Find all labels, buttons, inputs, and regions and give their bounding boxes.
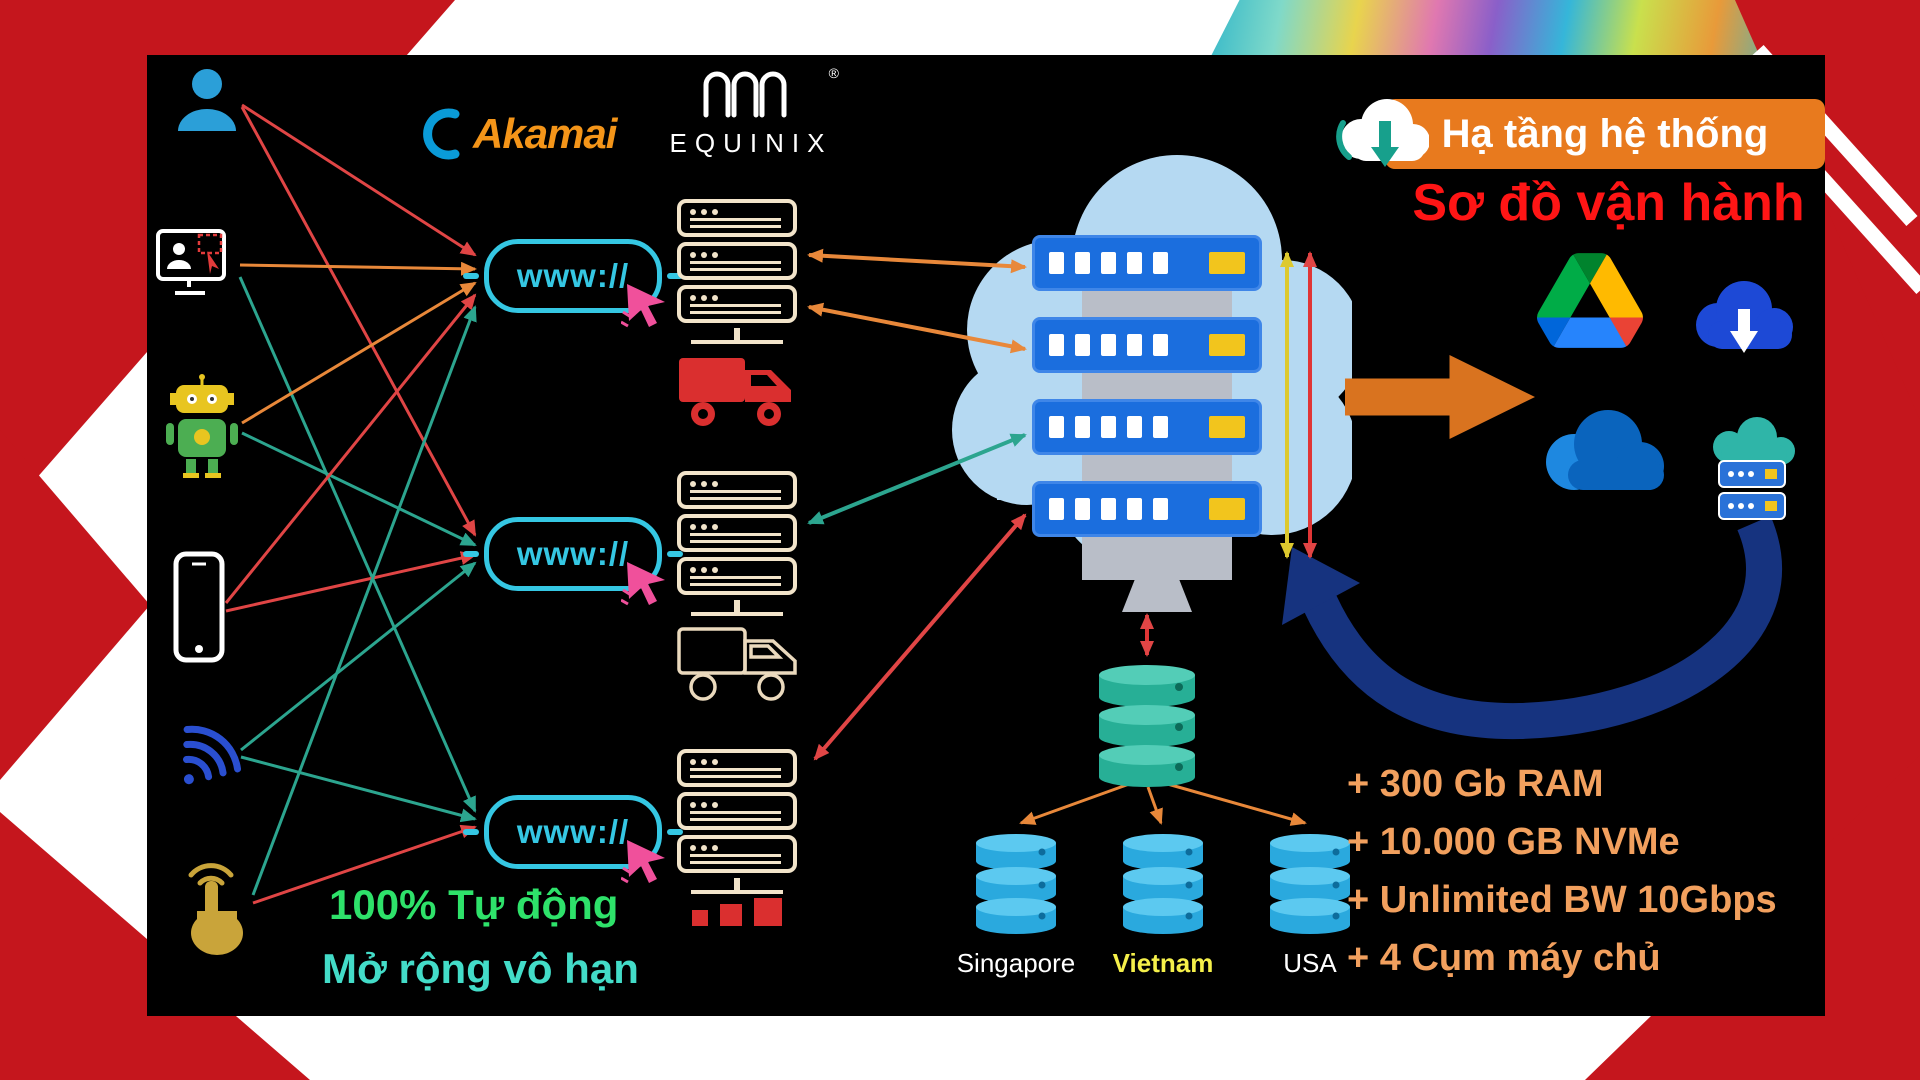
www-node-1: www:// bbox=[463, 239, 683, 328]
rack-unit bbox=[677, 835, 797, 873]
rack-unit bbox=[677, 285, 797, 323]
akamai-swirl-icon bbox=[423, 108, 460, 160]
wifi-icon bbox=[183, 725, 241, 785]
rack-unit bbox=[677, 749, 797, 787]
rack-stand bbox=[677, 600, 797, 626]
google-drive-icon bbox=[1537, 253, 1643, 348]
touch-icon bbox=[188, 863, 243, 955]
user-icon bbox=[178, 69, 236, 131]
server-rack-icon bbox=[677, 471, 797, 626]
www-node-2: www:// bbox=[463, 517, 683, 606]
spec-list: + 300 Gb RAM + 10.000 GB NVMe + Unlimite… bbox=[1347, 755, 1827, 987]
cloud-server-icon bbox=[1032, 235, 1262, 291]
cloud-hosting-icon bbox=[1713, 417, 1795, 520]
onedrive-icon bbox=[1546, 410, 1664, 490]
server-rack-base bbox=[1122, 580, 1192, 612]
database-cyan-icon bbox=[1270, 834, 1350, 934]
location-label-vietnam: Vietnam bbox=[1112, 948, 1214, 978]
page-subtitle: Sơ đồ vận hành bbox=[1412, 174, 1805, 232]
robot-icon bbox=[166, 374, 238, 478]
database-cyan-icon bbox=[976, 834, 1056, 934]
database-teal-icon bbox=[1099, 665, 1195, 787]
cursor-icon bbox=[621, 840, 665, 884]
akamai-logo: Akamai bbox=[415, 107, 617, 161]
spec-storage: + 10.000 GB NVMe bbox=[1347, 821, 1680, 863]
phone-icon bbox=[173, 551, 225, 663]
www-node-3: www:// bbox=[463, 795, 683, 884]
rack-stand bbox=[677, 328, 797, 354]
equinix-wordmark: EQUINIX bbox=[669, 128, 833, 158]
loading-blocks-icon bbox=[692, 898, 794, 926]
spec-bandwidth: + Unlimited BW 10Gbps bbox=[1347, 879, 1777, 921]
location-label-singapore: Singapore bbox=[956, 948, 1076, 978]
cloud-server-icon bbox=[1032, 399, 1262, 455]
caption-automation: 100% Tự động bbox=[329, 881, 619, 928]
cloud-download-blue-icon bbox=[1696, 281, 1793, 353]
equinix-logo: ® EQUINIX bbox=[645, 63, 857, 159]
equinix-mark-icon bbox=[703, 71, 787, 118]
cursor-icon bbox=[621, 284, 665, 328]
diagram-canvas: Akamai ® EQUINIX www:// www:// www:// bbox=[147, 55, 1825, 1016]
rack-unit bbox=[677, 557, 797, 595]
connection-lines bbox=[224, 103, 1317, 905]
desktop-user-icon bbox=[156, 229, 226, 295]
rack-unit bbox=[677, 471, 797, 509]
rack-unit bbox=[677, 242, 797, 280]
cloud-server-icon bbox=[1032, 481, 1262, 537]
bg-red-chevron-left bbox=[0, 430, 150, 780]
banner-title: Hạ tầng hệ thống bbox=[1385, 99, 1825, 169]
bg-photo-sliver bbox=[1210, 0, 1800, 58]
cloud-server-icon bbox=[1032, 317, 1262, 373]
www-label: www:// bbox=[516, 535, 630, 572]
rack-stand bbox=[677, 878, 797, 904]
database-cyan-icon bbox=[1123, 834, 1203, 934]
curved-arrow-icon bbox=[1282, 515, 1782, 740]
server-rack-icon bbox=[677, 199, 797, 354]
cloud-download-teal-icon bbox=[1336, 99, 1429, 167]
location-label-usa: USA bbox=[1283, 948, 1337, 978]
rack-unit bbox=[677, 199, 797, 237]
caption-scaling: Mở rộng vô hạn bbox=[322, 945, 639, 992]
fast-truck-icon bbox=[679, 358, 791, 426]
cursor-icon bbox=[621, 562, 665, 606]
registered-mark: ® bbox=[828, 65, 839, 81]
spec-clusters: + 4 Cụm máy chủ bbox=[1347, 937, 1661, 979]
akamai-wordmark: Akamai bbox=[473, 110, 617, 157]
rack-unit bbox=[677, 514, 797, 552]
www-label: www:// bbox=[516, 257, 630, 294]
www-label: www:// bbox=[516, 813, 630, 850]
server-rack-icon bbox=[677, 749, 797, 904]
spec-ram: + 300 Gb RAM bbox=[1347, 763, 1604, 805]
outline-truck-icon bbox=[677, 627, 797, 701]
rack-unit bbox=[677, 792, 797, 830]
